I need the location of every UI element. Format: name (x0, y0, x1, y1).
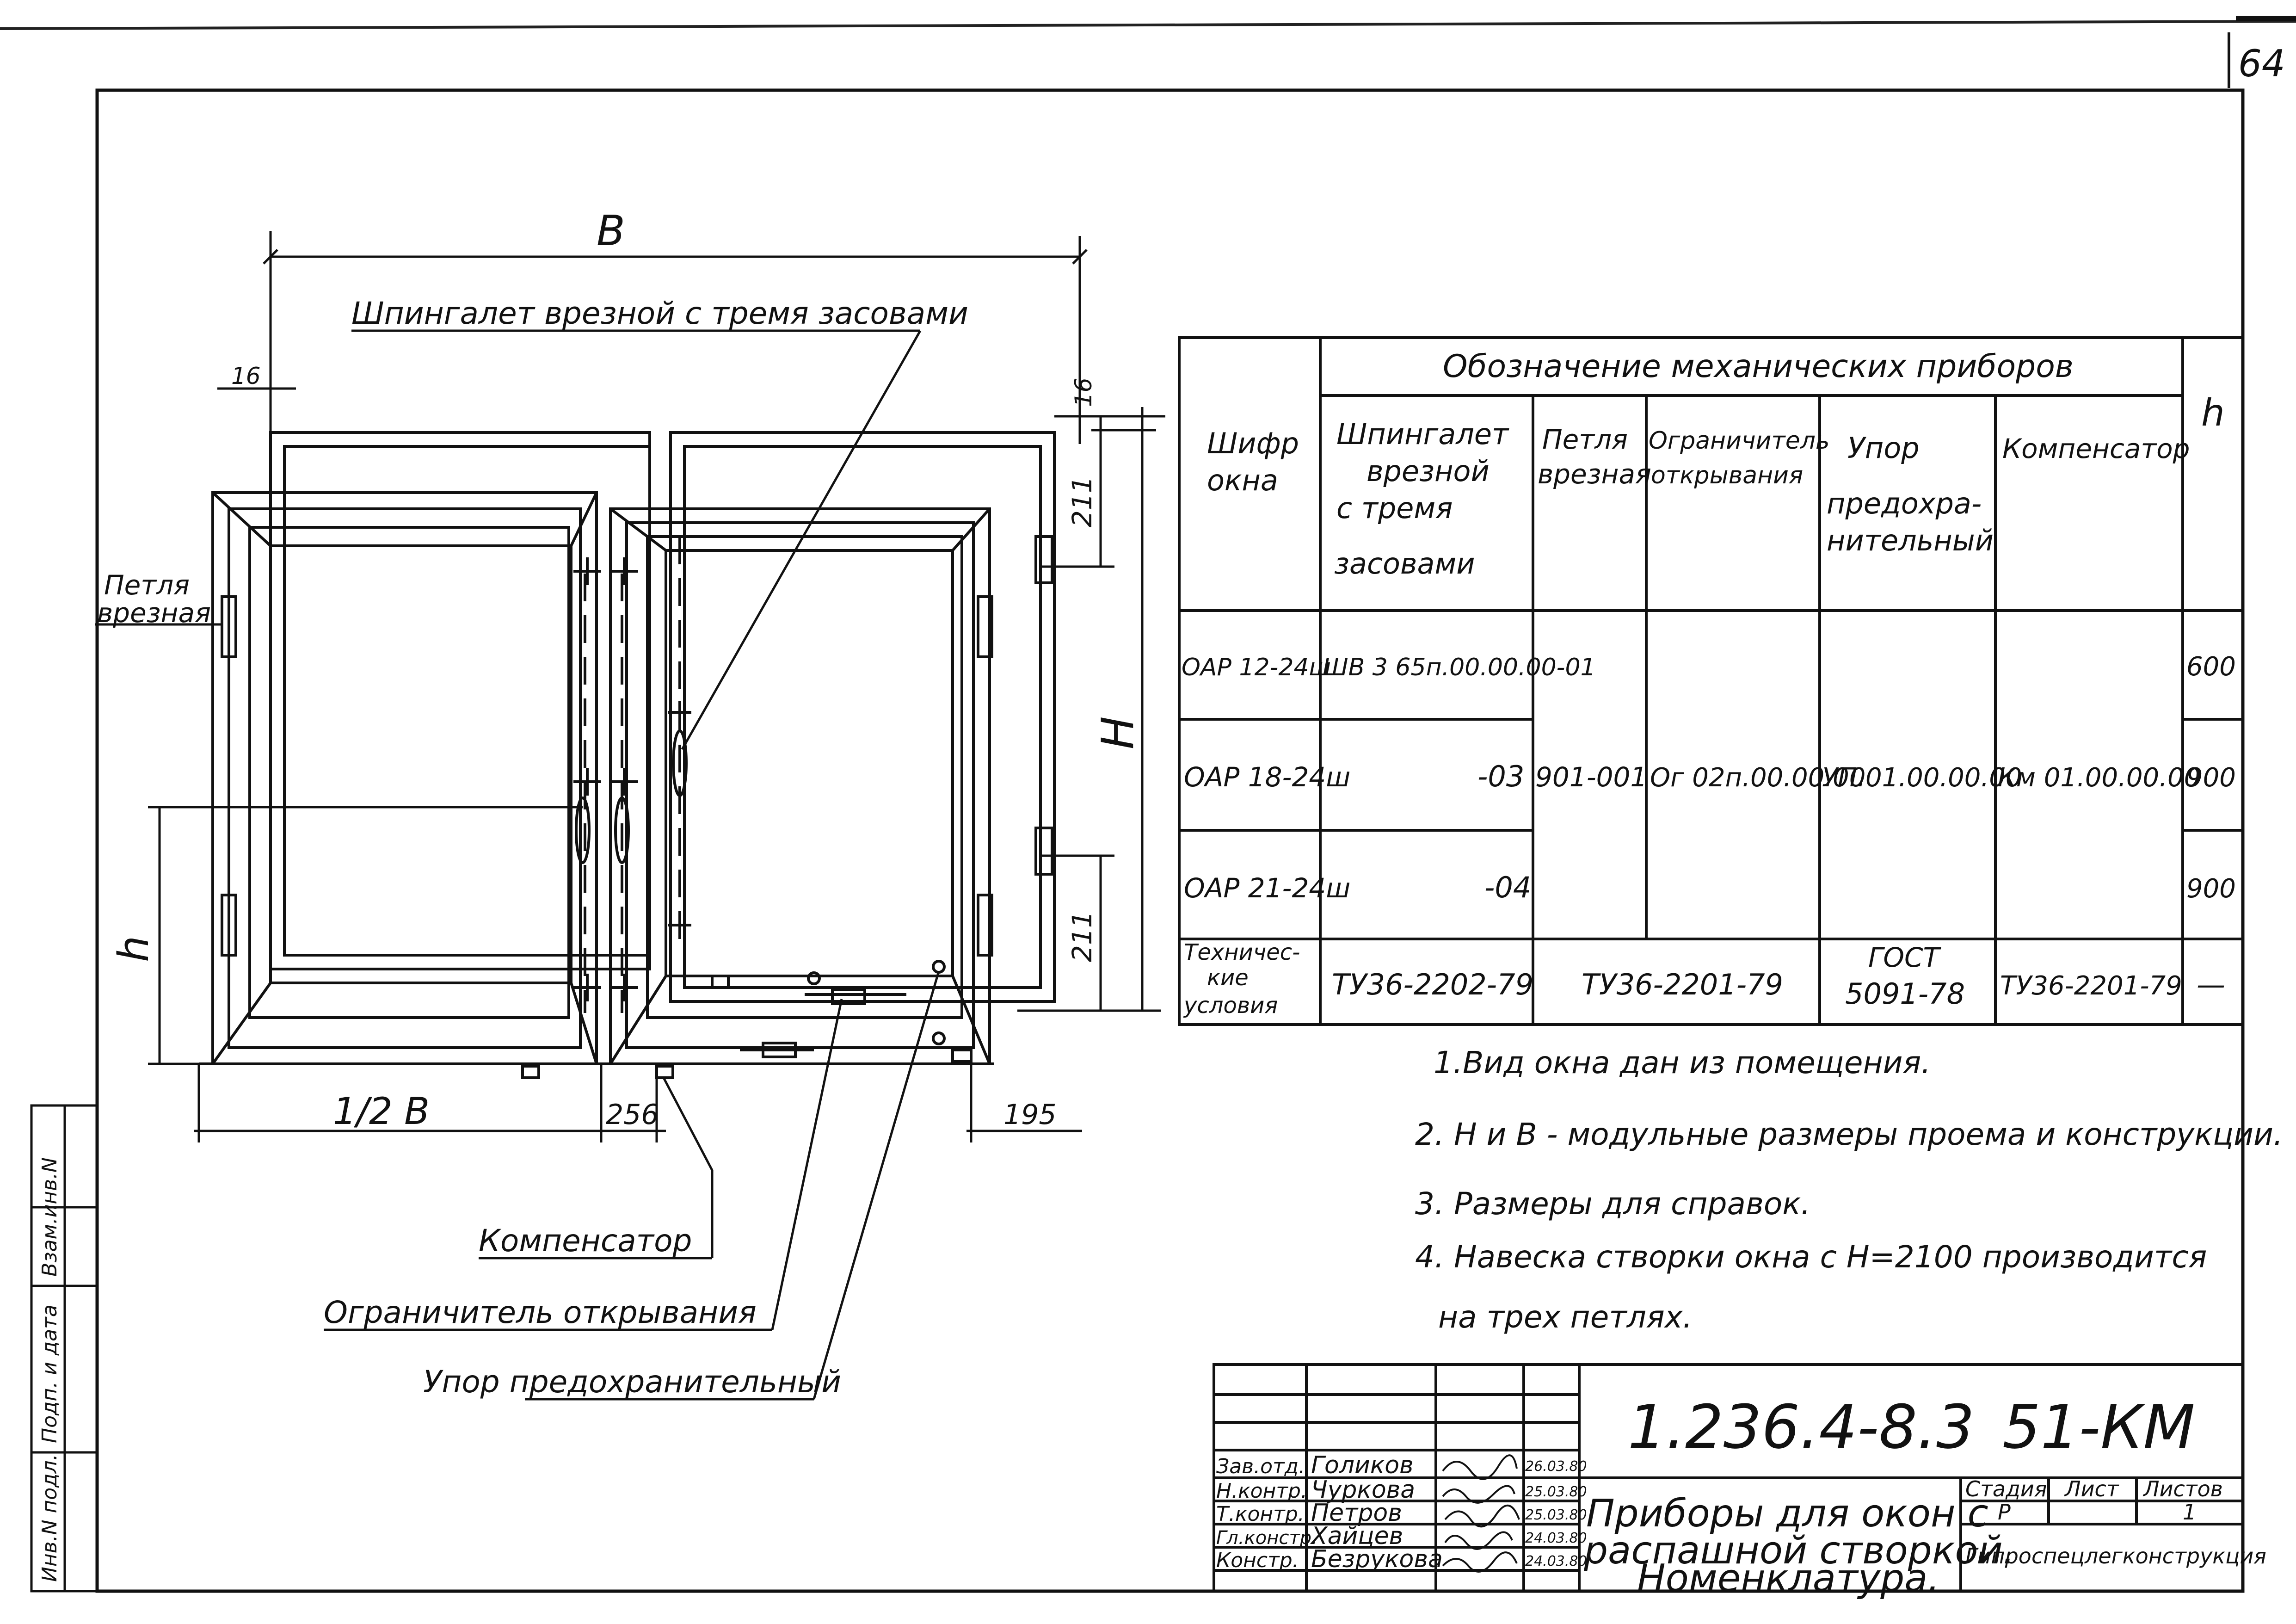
col-stop-2: предохра- (1827, 487, 1982, 520)
dim-195: 195 (1003, 1099, 1057, 1131)
date-1: 25.03.80 (1525, 1484, 1587, 1500)
dim-211-bottom: 211 (1066, 911, 1098, 962)
sheet-label: Лист (2064, 1476, 2119, 1501)
label-hinge-line2: врезная (97, 597, 211, 629)
org-name: Гипроспецлегконструкция (1965, 1544, 2266, 1568)
window-elevation (199, 431, 1056, 1079)
title-line-3: Номенклатура. (1637, 1556, 1940, 1600)
col-code-1: Шифр (1207, 426, 1299, 460)
role-0: Зав.отд. (1216, 1455, 1305, 1478)
col-limiter-1: Ограничитель (1649, 427, 1830, 455)
tech-hinge-limiter: ТУ36-2201-79 (1582, 968, 1783, 1001)
dim-half-B: 1/2 B (333, 1090, 430, 1133)
stamp-inv-no: Инв.N подл. (38, 1454, 62, 1582)
shared-limiter: Ог 02п.00.00.00 (1650, 763, 1865, 793)
tech-label-3: условия (1183, 993, 1278, 1019)
date-2: 25.03.80 (1525, 1507, 1587, 1523)
doc-code: 1.236.4-8.3 (1628, 1392, 1975, 1462)
stage-label: Стадия (1965, 1476, 2047, 1501)
col-code-2: окна (1207, 463, 1278, 497)
row3-code: ОАР 21-24ш (1184, 872, 1350, 904)
table-header-group: Обозначение механических приборов (1443, 348, 2074, 385)
name-0: Голиков (1311, 1451, 1414, 1479)
col-hinge-2: врезная (1538, 458, 1651, 490)
label-espagnolette: Шпингалет врезной с тремя засовами (351, 296, 968, 331)
tech-espagnolette: ТУ36-2202-79 (1332, 968, 1533, 1001)
note-5: на трех петлях. (1438, 1299, 1693, 1335)
tech-stop-1: ГОСТ (1868, 942, 1941, 973)
note-4: 4. Навеска створки окна с Н=2100 произво… (1415, 1239, 2207, 1275)
name-4: Безрукова (1311, 1545, 1443, 1573)
approval-rows: Зав.отд. Голиков 26.03.80 Н.контр. Чурко… (1216, 1451, 1587, 1573)
shared-hinge: 901-001 (1535, 761, 1647, 793)
note-2: 2. Н и В - модульные размеры проема и ко… (1415, 1117, 2283, 1152)
title-line-2: распашной створкой. (1583, 1529, 2015, 1573)
tech-h: — (2197, 968, 2225, 1001)
row1-h: 600 (2186, 652, 2236, 682)
col-limiter-2: открывания (1651, 462, 1803, 489)
col-hinge-1: Петля (1542, 424, 1628, 455)
col-esp-3: с тремя (1336, 491, 1453, 525)
tech-stop-2: 5091-78 (1845, 977, 1965, 1011)
row3-h: 900 (2186, 874, 2236, 904)
role-4: Констр. (1216, 1549, 1299, 1572)
col-h: h (2201, 391, 2225, 434)
dim-16-right: 16 (1070, 377, 1097, 407)
dimensions (148, 231, 1165, 1142)
label-compensator: Компенсатор (479, 1223, 692, 1259)
dim-B: B (597, 207, 625, 255)
role-1: Н.контр. (1216, 1479, 1307, 1503)
row2-espagnolette: -03 (1477, 760, 1524, 793)
row3-espagnolette: -04 (1484, 871, 1531, 904)
label-limiter: Ограничитель открывания (324, 1295, 757, 1330)
side-stamp: Инв.N подл. Подп. и дата Взам.инв.N (30, 1104, 98, 1593)
date-0: 26.03.80 (1525, 1458, 1587, 1475)
sheet-code: 51-КМ (2002, 1392, 2195, 1462)
row1-espagnolette: ШВ 3 65п.00.00.00-01 (1323, 654, 1596, 681)
stamp-replaced-inv: Взам.инв.N (38, 1157, 62, 1277)
note-1: 1.Вид окна дан из помещения. (1434, 1045, 1931, 1081)
tech-label-2: кие (1207, 965, 1249, 991)
sheet-number: 64 (2238, 42, 2285, 85)
col-esp-1: Шпингалет (1336, 417, 1509, 451)
role-2: Т.контр. (1216, 1502, 1305, 1526)
dim-16-left: 16 (231, 363, 261, 389)
col-esp-4: засовами (1334, 547, 1475, 580)
name-2: Петров (1311, 1499, 1402, 1527)
dim-256: 256 (606, 1099, 659, 1131)
col-compensator: Компенсатор (2002, 433, 2190, 464)
tech-compensator: ТУ36-2201-79 (2000, 971, 2182, 1001)
nomenclature-table (1178, 336, 2244, 1026)
row2-code: ОАР 18-24ш (1184, 761, 1350, 793)
note-3: 3. Размеры для справок. (1415, 1186, 1810, 1222)
shared-compensator: Км 01.00.00.00 (1998, 763, 2200, 793)
dim-h: h (110, 936, 158, 962)
name-1: Чуркова (1311, 1476, 1415, 1504)
row1-code: ОАР 12-24ш (1182, 654, 1331, 681)
signatures (1442, 1454, 1520, 1573)
col-stop-3: нительный (1827, 524, 1994, 557)
tech-label-1: Техничес- (1184, 939, 1300, 965)
row2-h: 900 (2186, 763, 2236, 793)
shared-stop: УП.01.00.00.00 (1822, 763, 2022, 793)
role-3: Гл.констр. (1216, 1527, 1317, 1549)
date-4: 24.03.80 (1525, 1553, 1587, 1569)
col-stop-1: Упор (1847, 431, 1920, 465)
label-safety-stop: Упор предохранительный (423, 1364, 841, 1400)
title-line-1: Приборы для окон с (1586, 1492, 1988, 1536)
name-3: Хайцев (1310, 1522, 1403, 1550)
stamp-sign-date: Подп. и дата (38, 1304, 62, 1443)
dim-211-top: 211 (1066, 476, 1098, 527)
dim-H: H (1093, 716, 1144, 749)
date-3: 24.03.80 (1525, 1530, 1587, 1546)
stage-value: Р (1998, 1500, 2011, 1525)
label-hinge-line1: Петля (104, 569, 190, 601)
col-esp-2: врезной (1367, 454, 1490, 488)
sheets-value: 1 (2183, 1500, 2196, 1525)
sheets-label: Листов (2142, 1476, 2223, 1501)
title-block (1213, 1363, 2244, 1593)
